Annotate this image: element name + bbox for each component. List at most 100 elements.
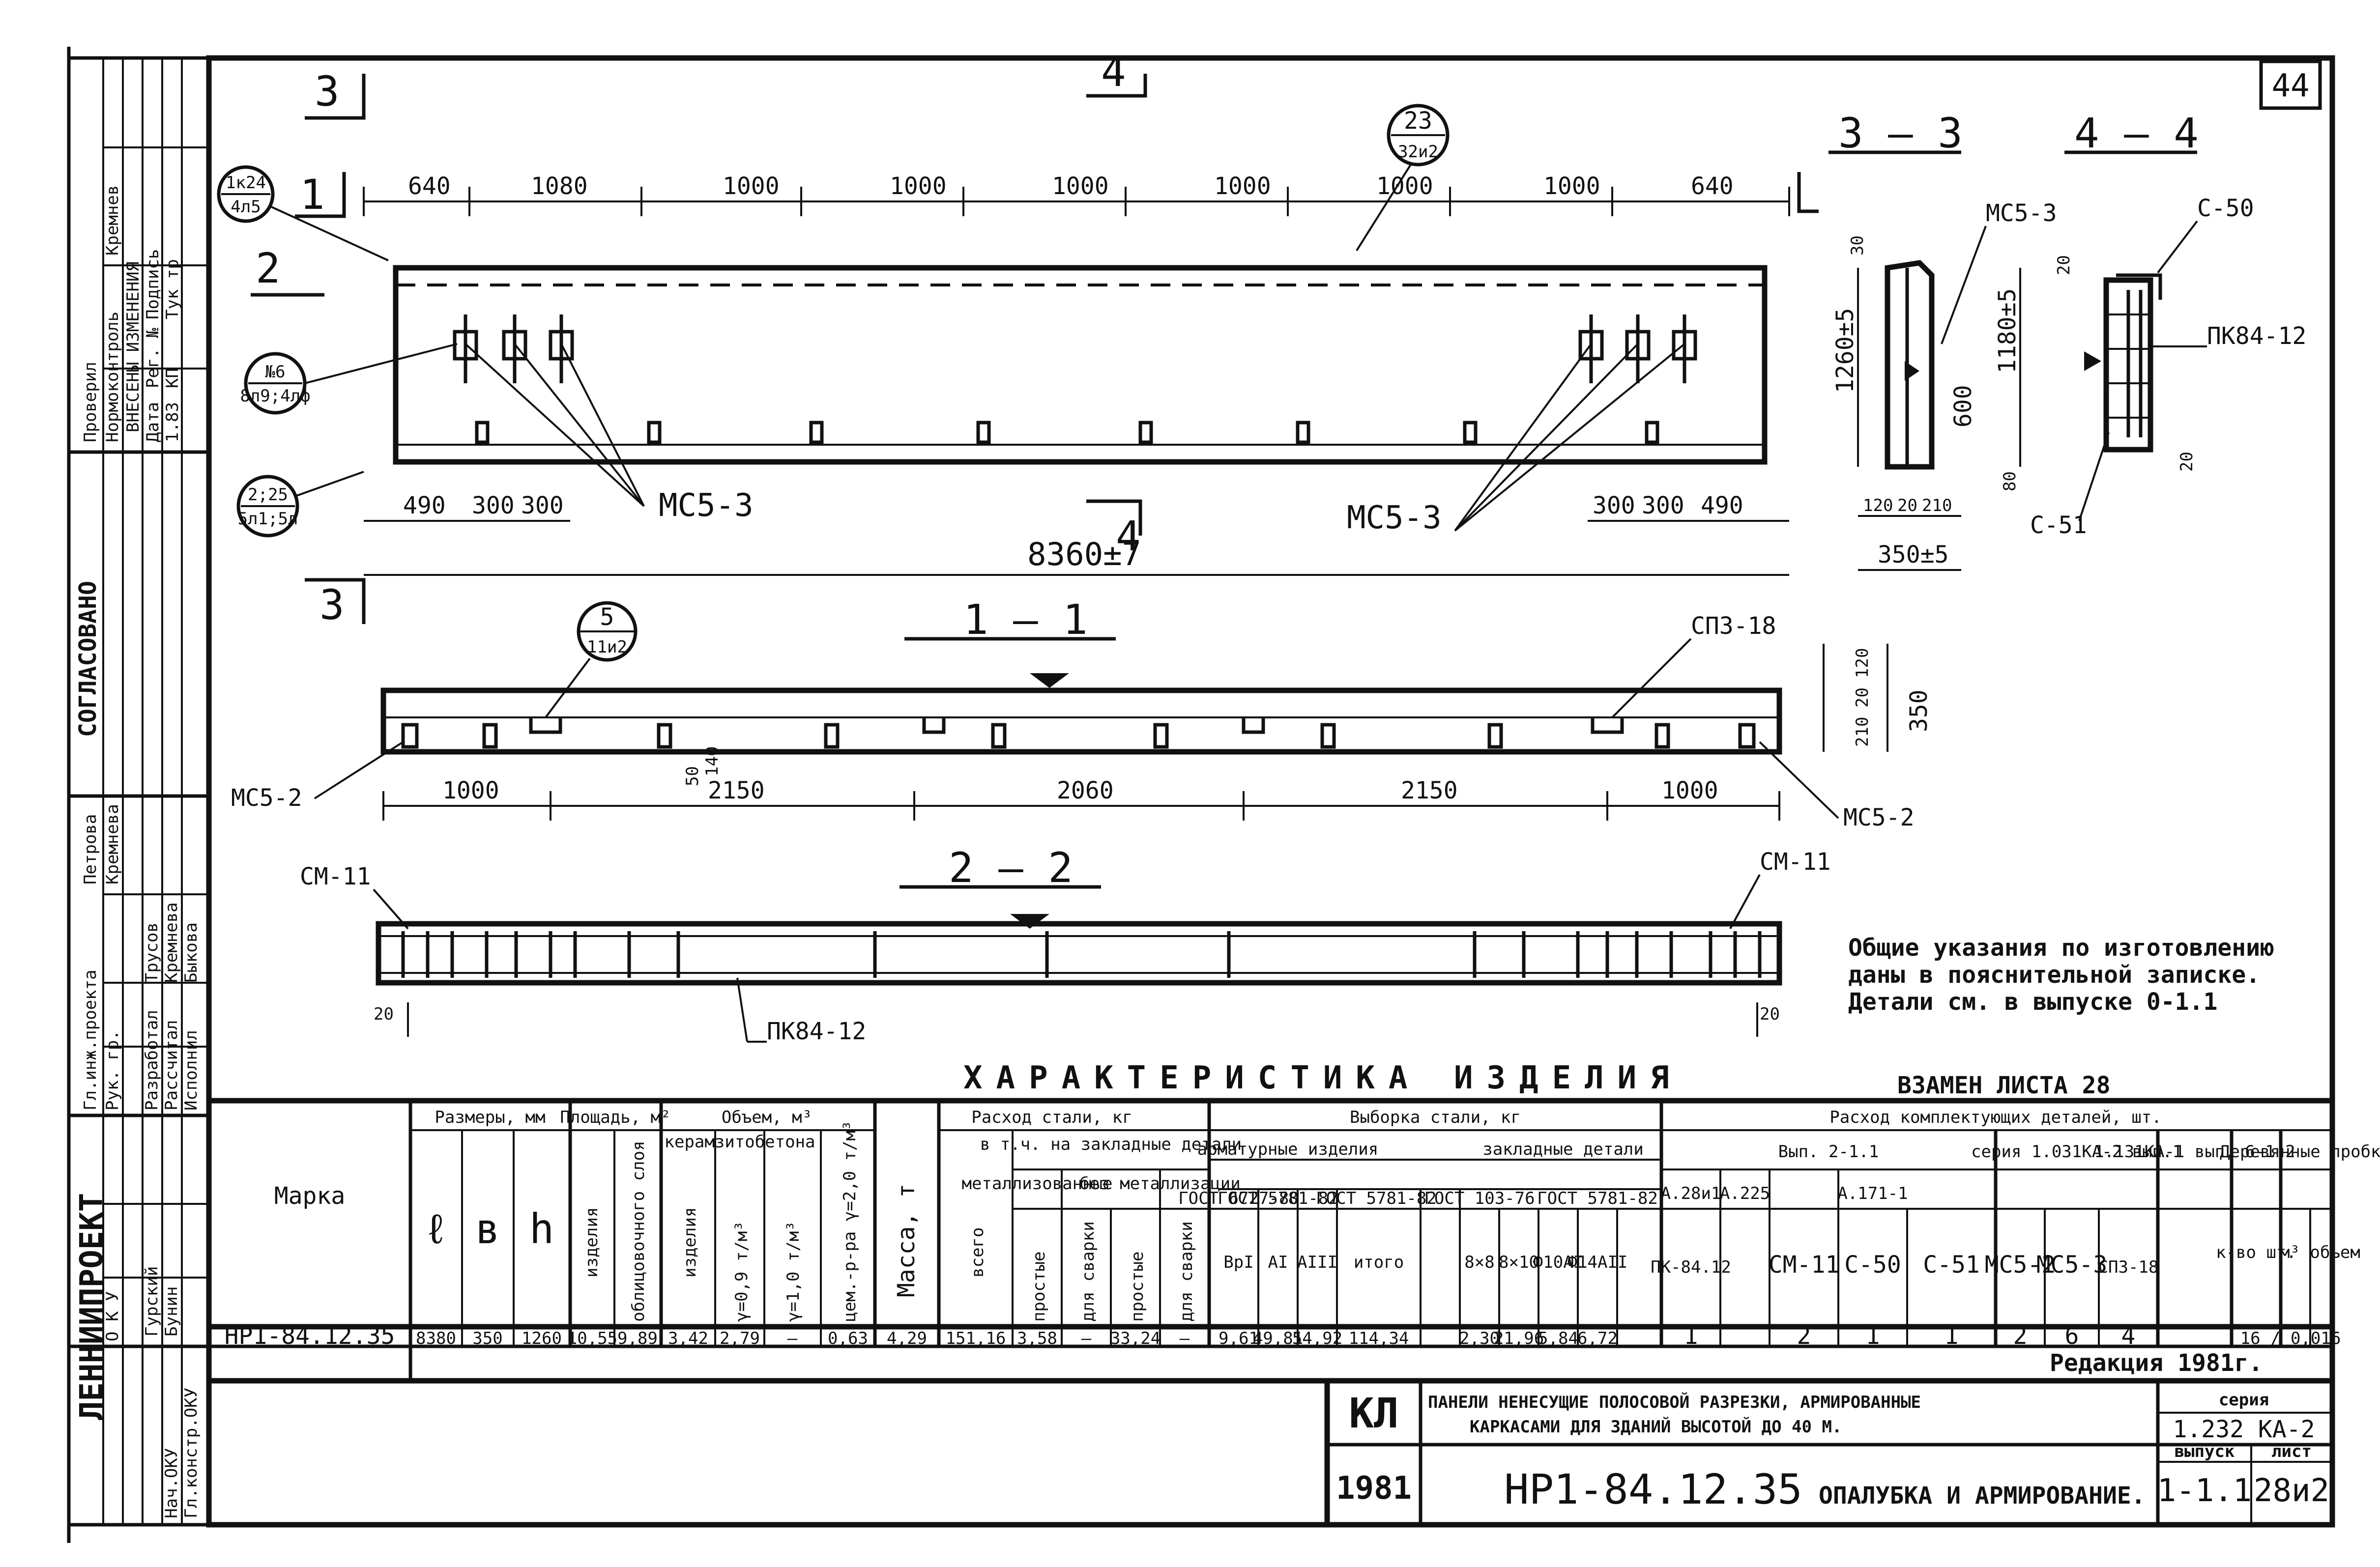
- description-line-2: КАРКАСАМИ ДЛЯ ЗДАНИЙ ВЫСОТОЙ ДО 40 М.: [1470, 1417, 1842, 1437]
- hdr-cm: СМ-11: [1769, 1251, 1840, 1279]
- hdr-a28: А.28и1: [1661, 1184, 1721, 1203]
- top-dim-9: 640: [1691, 172, 1734, 200]
- section-4-4-c51: С-51: [2030, 512, 2087, 539]
- hdr-ser1: серия 1.031КА-2 вып.1: [1971, 1142, 2182, 1162]
- row-f10: 5,84: [1538, 1329, 1578, 1348]
- hdr-a171: А.171-1: [1837, 1184, 1908, 1203]
- characteristics-table: ХАРАКТЕРИСТИКА ИЗДЕЛИЯ ВЗАМЕН ЛИСТА 28: [206, 1060, 2380, 1384]
- section-1-1-rd3: 210: [1853, 717, 1872, 747]
- issue-label: выпуск: [2175, 1442, 2235, 1461]
- row-d10: 21,96: [1494, 1329, 1544, 1348]
- panel-elevation: [393, 265, 1768, 465]
- edition: Редакция 1981г.: [2050, 1349, 2263, 1377]
- section-4-4-d2: 20: [2177, 452, 2197, 472]
- row-f14: 6,72: [1577, 1329, 1618, 1348]
- label-mc5-3-right: МС5-3: [1347, 500, 1442, 536]
- section-2-2-end-right: 20: [1760, 1004, 1780, 1024]
- general-notes: Общие указания по изготовлению даны в по…: [1848, 934, 2274, 1016]
- hdr-k1: γ=0,9 т/м³: [732, 1221, 752, 1322]
- hdr-a3: АIII: [1297, 1253, 1337, 1272]
- callout-low-den: 5л1;5л: [238, 509, 298, 529]
- row-a3: 54,92: [1292, 1329, 1342, 1348]
- hdr-vr1: ВрI: [1223, 1253, 1253, 1272]
- row-a1: 49,81: [1253, 1329, 1303, 1348]
- section-3-3-80: 80: [2000, 471, 2020, 491]
- section-1-1-dim-2: 2150: [708, 777, 765, 804]
- callout-top-den: 32и2: [1398, 142, 1438, 162]
- role-executor: Исполнил: [181, 1030, 201, 1111]
- hdr-total: итого: [1354, 1253, 1404, 1272]
- section-4-4-c50: С-50: [2197, 195, 2254, 222]
- section-3-3-b2: 20: [1897, 496, 1917, 515]
- top-dim-7: 1000: [1376, 172, 1433, 200]
- row-nm-simple: 33,24: [1110, 1329, 1161, 1348]
- section-1-1-top-label: СП3-18: [1691, 612, 1776, 640]
- section-1-1-small-2: 140: [702, 746, 722, 776]
- hdr-vol: м³ объем: [2280, 1243, 2360, 1262]
- section-3-3: 3 — 3 МС5-3 1260±5 1180±5 600 80 30 120 …: [1829, 109, 2057, 571]
- hdr-steel-total: всего: [968, 1227, 987, 1278]
- section-mark-1: 1: [300, 171, 325, 219]
- hdr-f10: Ф10АI: [1533, 1253, 1583, 1272]
- hdr-ms52: МС5-2: [1985, 1251, 2056, 1279]
- section-3-3-height: 1260±5: [1831, 308, 1859, 393]
- row-vol-item: 3,42: [668, 1329, 708, 1348]
- top-dim-8: 1000: [1543, 172, 1600, 200]
- row-cm: 2: [1797, 1322, 1811, 1350]
- name-group-head: Кремнева: [103, 804, 122, 884]
- section-1-1-dim-3: 2060: [1057, 777, 1114, 804]
- callout-left: 1к24 4л5: [217, 165, 389, 261]
- section-3-3-b1: 120: [1863, 496, 1893, 515]
- series-value: 1.232 КА-2: [2173, 1416, 2315, 1443]
- callout-1-1-den: 11и2: [587, 637, 627, 657]
- hdr-cnt: к-во шт.: [2216, 1243, 2296, 1262]
- sheet-value: 28и2: [2254, 1473, 2329, 1509]
- hdr-h: h: [529, 1205, 554, 1253]
- hdr-volume: Объем, м³: [722, 1108, 812, 1127]
- role-head-oku: Нач.ОКУ: [162, 1448, 181, 1518]
- section-mark-4-top: 4: [1101, 48, 1126, 96]
- note-line-1: Общие указания по изготовлению: [1848, 934, 2274, 962]
- callout-mid-den: 8л9;4лф: [240, 386, 310, 406]
- hdr-sizes: Размеры, мм: [435, 1108, 545, 1127]
- row-l: 8380: [416, 1329, 456, 1348]
- section-4-4-pk: ПК84-12: [2207, 322, 2306, 350]
- content-title: ОПАЛУБКА И АРМИРОВАНИЕ.: [1819, 1482, 2146, 1510]
- role-developer: Разработал: [142, 1010, 162, 1111]
- section-3-3-inner: 1180±5: [1994, 288, 2021, 373]
- row-simple: 3,58: [1017, 1329, 1057, 1348]
- top-dim-2: 1080: [531, 172, 588, 200]
- hdr-vyp: Вып. 2-1.1: [1778, 1142, 1879, 1162]
- hdr-k2: γ=1,0 т/м³: [784, 1221, 803, 1322]
- row-mass: 4,29: [887, 1329, 927, 1348]
- callout-1-1-num: 5: [600, 603, 614, 631]
- role-chief-engineer: Гл.инж.проекта: [81, 969, 100, 1111]
- section-4-4-d1: 20: [2054, 255, 2074, 275]
- row-mark: НР1-84.12.35: [225, 1322, 395, 1350]
- section-2-2-title: 2 — 2: [949, 844, 1073, 892]
- section-1-1-dim-4: 2150: [1401, 777, 1458, 804]
- row-total: 114,34: [1349, 1329, 1409, 1348]
- department-label: О К У: [103, 1291, 122, 1341]
- section-3-3-width: 350±5: [1878, 541, 1949, 569]
- hdr-a1: АI: [1268, 1253, 1288, 1272]
- bottom-dim-right-2: 300: [1642, 492, 1684, 519]
- name-chief-constructor: Бунин: [162, 1286, 181, 1337]
- row-k1: 2,79: [720, 1329, 760, 1348]
- embedded-parts-left: [453, 314, 574, 383]
- changes-cell-date: 1.83: [163, 402, 182, 442]
- callout-low: 2;25 5л1;5л: [236, 471, 364, 538]
- hdr-b: в: [475, 1205, 500, 1253]
- section-4-4-title: 4 — 4: [2074, 109, 2199, 157]
- section-mark-2: 2: [256, 244, 281, 292]
- section-1-1-rd2: 20: [1853, 687, 1872, 708]
- name-executor: Быкова: [181, 922, 201, 983]
- section-mark-3-bottom: 3: [319, 581, 345, 629]
- role-normcontrol: Нормоконтроль: [103, 312, 122, 442]
- bottom-dim-right-3: 490: [1701, 492, 1743, 519]
- top-dim-6: 1000: [1214, 172, 1271, 200]
- left-stamp-strip: ЛЕННИИПРОЕКТ О К У СОГЛАСОВАНО ВНЕСЕНЫ И…: [69, 56, 209, 1527]
- hdr-steel-incl: в т.ч. на закладные детали: [980, 1135, 1242, 1154]
- row-c1: 0,63: [828, 1329, 868, 1348]
